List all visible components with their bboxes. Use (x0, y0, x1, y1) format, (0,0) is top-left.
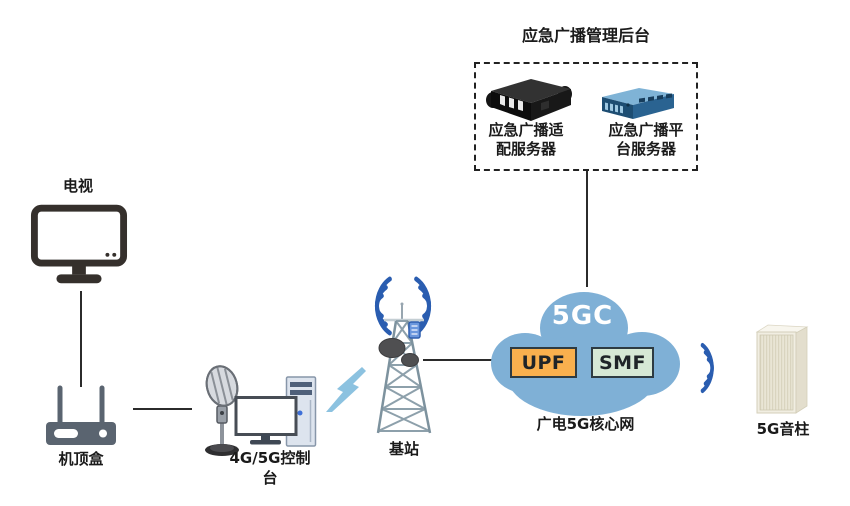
adapter-server-icon (483, 74, 575, 124)
sound-column-speaker-icon (754, 322, 810, 418)
smf-box: SMF (591, 347, 654, 378)
core-network-caption: 广电5G核心网 (536, 415, 635, 433)
upf-box: UPF (510, 347, 577, 378)
desktop-computer-icon (234, 376, 318, 448)
platform-server-label-line2: 台服务器 (615, 140, 676, 158)
cell-tower-icon (372, 301, 436, 441)
platform-server-icon (599, 84, 677, 124)
adapter-server-label-line1: 应急广播适 (488, 121, 564, 139)
set-top-box-router-icon (44, 384, 118, 446)
broadcast-microphone-icon (196, 362, 248, 458)
backend-dashed-box (474, 62, 698, 171)
console-label-line2: 台 (262, 469, 278, 487)
platform-server-label-line1: 应急广播平 (608, 121, 684, 139)
tv-label: 电视 (62, 177, 93, 195)
radio-wave-arcs-right-icon (413, 267, 458, 345)
adapter-server-label-line2: 配服务器 (495, 140, 556, 158)
radio-wave-arcs-speaker-icon (700, 335, 734, 401)
stb-label: 机顶盒 (58, 450, 104, 468)
link-stb-to-console (133, 408, 192, 410)
radio-wave-arcs-left-icon (348, 267, 393, 345)
cloud-title: 5GC (551, 301, 614, 331)
console-label-line1: 4G/5G控制 (229, 449, 311, 467)
tv-monitor-icon (30, 203, 128, 285)
link-backend-to-cloud (586, 171, 588, 287)
link-basestation-to-cloud (423, 359, 492, 361)
base-station-label: 基站 (388, 440, 419, 458)
backend-title: 应急广播管理后台 (521, 26, 650, 45)
speaker-label: 5G音柱 (756, 420, 810, 438)
link-tv-to-stb (80, 291, 82, 387)
wireless-lightning-bolt-icon (326, 366, 370, 412)
